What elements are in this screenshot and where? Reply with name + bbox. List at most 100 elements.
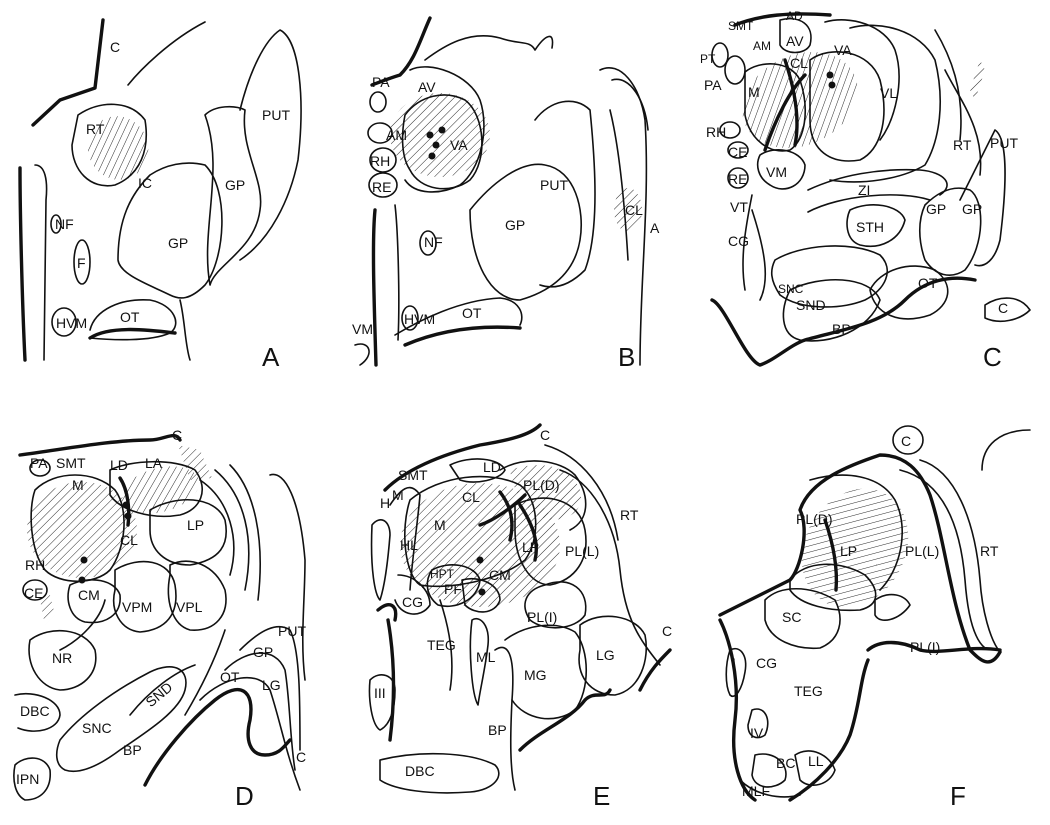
label-iii: III bbox=[374, 685, 386, 701]
label-nf: NF bbox=[424, 234, 443, 250]
label-lg: LG bbox=[262, 677, 281, 693]
label-cl: CL bbox=[462, 489, 480, 505]
label-m-small: M bbox=[392, 487, 404, 503]
label-cm: CM bbox=[78, 587, 100, 603]
label-cl: CL bbox=[120, 532, 138, 548]
label-pa: PA bbox=[30, 455, 48, 471]
label-dbc: DBC bbox=[405, 763, 435, 779]
label-vm: VM bbox=[352, 321, 373, 337]
label-vl: VL bbox=[880, 85, 897, 101]
label-iv: IV bbox=[750, 725, 764, 741]
label-ce: CE bbox=[24, 585, 43, 601]
label-bc: BC bbox=[776, 755, 795, 771]
label-snc: SNC bbox=[778, 282, 804, 296]
label-smt: SMT bbox=[728, 19, 754, 33]
label-cm: CM bbox=[489, 567, 511, 583]
panel-letter-d: D bbox=[235, 781, 254, 811]
panel-letter-f: F bbox=[950, 781, 966, 811]
label-rh: RH bbox=[370, 153, 390, 169]
label-ipn: IPN bbox=[16, 771, 39, 787]
panel-letter-a: A bbox=[262, 342, 280, 372]
label-am: AM bbox=[386, 127, 407, 143]
label-ot: OT bbox=[918, 275, 938, 291]
hatched-rt-edge bbox=[970, 60, 985, 100]
label-pld: PL(D) bbox=[523, 477, 560, 493]
label-va: VA bbox=[834, 42, 852, 58]
label-rt: RT bbox=[953, 137, 972, 153]
label-smt: SMT bbox=[56, 455, 86, 471]
label-hvm: HVM bbox=[56, 315, 87, 331]
label-bp: BP bbox=[123, 742, 142, 758]
label-gp-2: GP bbox=[168, 235, 188, 251]
label-vpl: VPL bbox=[176, 599, 203, 615]
label-la: LA bbox=[145, 455, 163, 471]
label-lp: LP bbox=[522, 539, 539, 555]
label-snc: SNC bbox=[82, 720, 112, 736]
label-av: AV bbox=[418, 79, 436, 95]
label-ld: LD bbox=[483, 459, 501, 475]
label-smt: SMT bbox=[398, 467, 428, 483]
panel-letter-b: B bbox=[618, 342, 635, 372]
label-rh: RH bbox=[706, 124, 726, 140]
label-c: C bbox=[998, 300, 1008, 316]
label-re: RE bbox=[728, 171, 747, 187]
label-cg: CG bbox=[728, 233, 749, 249]
label-ce: CE bbox=[728, 144, 747, 160]
label-c: C bbox=[172, 427, 182, 443]
label-hl: HL bbox=[400, 537, 418, 553]
label-snd: SND bbox=[796, 297, 826, 313]
label-vt: VT bbox=[730, 199, 748, 215]
label-va: VA bbox=[450, 137, 468, 153]
label-pli: PL(I) bbox=[910, 639, 940, 655]
label-cg: CG bbox=[402, 594, 423, 610]
label-ic: IC bbox=[138, 175, 152, 191]
label-dbc: DBC bbox=[20, 703, 50, 719]
label-gp-1: GP bbox=[926, 201, 946, 217]
label-rt: RT bbox=[620, 507, 639, 523]
label-c-2: C bbox=[296, 749, 306, 765]
label-bp: BP bbox=[832, 321, 851, 337]
label-nr: NR bbox=[52, 650, 72, 666]
label-sc: SC bbox=[782, 609, 801, 625]
label-lg: LG bbox=[596, 647, 615, 663]
label-a: A bbox=[650, 220, 660, 236]
panel-letter-e: E bbox=[593, 781, 610, 811]
label-c: C bbox=[540, 427, 550, 443]
label-c-2: C bbox=[662, 623, 672, 639]
label-teg: TEG bbox=[427, 637, 456, 653]
label-pll: PL(L) bbox=[905, 543, 939, 559]
panel-f: F C PL(D) LP PL(L) RT SC PL(I) I CG TEG … bbox=[720, 426, 1030, 811]
label-c: C bbox=[110, 39, 120, 55]
label-gp: GP bbox=[505, 217, 525, 233]
label-lp: LP bbox=[187, 517, 204, 533]
label-put: PUT bbox=[278, 623, 306, 639]
label-f: F bbox=[77, 255, 86, 271]
label-ld: LD bbox=[110, 457, 128, 473]
label-bp: BP bbox=[488, 722, 507, 738]
label-gp-1: GP bbox=[225, 177, 245, 193]
label-lp: LP bbox=[840, 543, 857, 559]
label-ll: LL bbox=[808, 753, 824, 769]
label-m: M bbox=[72, 477, 84, 493]
label-pld: PL(D) bbox=[796, 511, 833, 527]
label-pli: PL(I) bbox=[527, 609, 557, 625]
label-hvm: HVM bbox=[404, 311, 435, 327]
label-pll: PL(L) bbox=[565, 543, 599, 559]
panel-a: A C RT IC PUT GP GP NF F HVM OT bbox=[20, 20, 301, 372]
label-av: AV bbox=[786, 33, 804, 49]
label-rh: RH bbox=[25, 557, 45, 573]
panel-d: D C PA SMT LD LA M LP CL RH CE CM VPM VP… bbox=[14, 427, 307, 811]
label-ml: ML bbox=[476, 649, 496, 665]
panel-e: E C SMT LD PL(D) H M CL M RT HL LP PL(L)… bbox=[369, 425, 672, 811]
label-m: M bbox=[434, 517, 446, 533]
label-pf: PF bbox=[444, 581, 462, 597]
label-h: H bbox=[380, 495, 390, 511]
label-rt: RT bbox=[980, 543, 999, 559]
label-ot: OT bbox=[462, 305, 482, 321]
label-pt: PT bbox=[700, 52, 716, 66]
label-put: PUT bbox=[540, 177, 568, 193]
label-sth: STH bbox=[856, 219, 884, 235]
label-cg: CG bbox=[756, 655, 777, 671]
label-pa: PA bbox=[372, 74, 390, 90]
